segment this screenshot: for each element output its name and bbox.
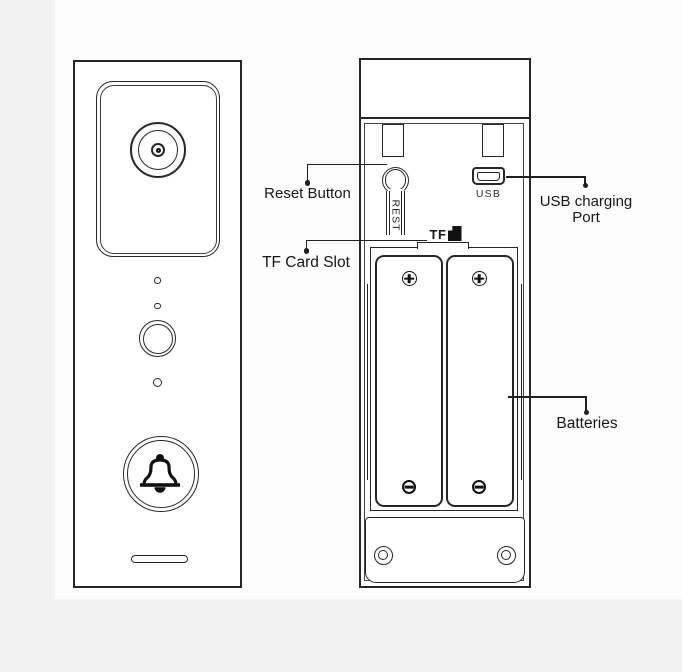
- camera-lens-pupil: [151, 143, 165, 157]
- battery-right-plus-icon: [471, 271, 487, 286]
- usb-port-engraving: USB: [475, 188, 502, 200]
- batteries-leader-v: [585, 396, 587, 412]
- battery-left-plus-icon: [401, 271, 417, 286]
- reset-leader-h: [306, 163, 387, 166]
- indicator-hole: [154, 302, 161, 309]
- reset-pin-left-wall: [385, 191, 390, 235]
- reset-button-label: Reset Button: [264, 185, 351, 202]
- battery-left-minus-icon: [402, 480, 416, 494]
- usb-charging-port-label-line1: USB charging: [539, 193, 633, 210]
- reset-leader-v: [306, 163, 309, 183]
- compartment-rail-right: [520, 284, 522, 480]
- battery-right-minus-icon: [472, 480, 486, 494]
- tf-leader-h: [305, 239, 427, 242]
- compartment-rail-left: [367, 284, 369, 480]
- screw-right-outer: [496, 545, 516, 565]
- reset-keyhole-inner: [384, 169, 407, 191]
- screw-left-inner: [377, 549, 389, 561]
- led-hole: [152, 377, 162, 387]
- speaker-slot: [131, 555, 188, 563]
- reset-leader-dot: [304, 180, 311, 186]
- usb-leader-dot: [582, 182, 588, 188]
- tf-slot-engraving: TF: [429, 227, 447, 242]
- tf-slot-notch: [417, 242, 469, 249]
- doorbell-button-inner: [126, 439, 195, 508]
- pir-sensor-inner: [142, 323, 173, 354]
- camera-lens-mid: [138, 130, 178, 170]
- usb-charging-port-label: USB charging Port: [527, 194, 645, 226]
- mount-tab-left: [382, 124, 404, 157]
- camera-lens-outer: [130, 122, 186, 178]
- usb-charging-port-label-line2: Port: [572, 209, 600, 226]
- batteries-label: Batteries: [556, 415, 618, 432]
- battery-right: [446, 255, 514, 507]
- usb-port-slot: [477, 171, 500, 181]
- screw-left-outer: [373, 545, 393, 565]
- reset-pin-right-wall: [400, 191, 405, 235]
- mic-hole: [154, 277, 161, 284]
- reset-keyhole-neck-eraser: [387, 189, 404, 198]
- reset-pin-engraving: REST: [389, 199, 402, 232]
- screw-right-inner: [500, 549, 512, 561]
- batteries-leader-dot: [583, 409, 589, 415]
- tf-leader-dot: [303, 248, 310, 254]
- pir-sensor-outer: [139, 320, 176, 357]
- battery-left: [375, 255, 443, 507]
- tf-leader-v: [305, 239, 308, 251]
- mount-tab-right: [482, 124, 504, 157]
- mounting-plate: [359, 58, 531, 119]
- usb-leader-v: [584, 176, 586, 185]
- usb-leader-h: [506, 176, 586, 178]
- bell-icon: [140, 454, 180, 493]
- camera-lens-center-dot: [155, 147, 161, 153]
- batteries-leader-h: [508, 396, 587, 398]
- tf-card-slot-label: TF Card Slot: [262, 254, 350, 271]
- doorbell-button-outer: [122, 435, 199, 512]
